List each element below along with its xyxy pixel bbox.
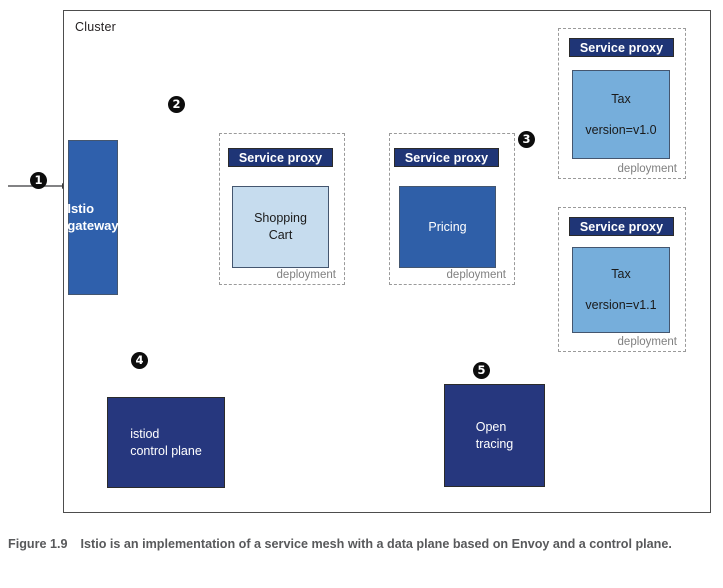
- workload-tax-v1-0-version: version=v1.0: [585, 122, 657, 137]
- figure-caption-text: Istio is an implementation of a service …: [80, 537, 672, 551]
- istiod-control-plane-node[interactable]: istiod control plane: [107, 397, 225, 488]
- workload-pricing-line1: Pricing: [428, 219, 467, 234]
- step-badge-1: 1: [30, 172, 47, 189]
- deployment-shopping-cart: deployment: [219, 133, 345, 285]
- service-proxy-tax-v1-0[interactable]: Service proxy: [569, 38, 674, 57]
- deployment-label-tax-v1-0: deployment: [617, 163, 677, 175]
- figure-number: Figure 1.9: [8, 537, 68, 551]
- workload-tax-v1-0[interactable]: Tax version=v1.0: [572, 70, 670, 159]
- figure-caption: Figure 1.9 Istio is an implementation of …: [8, 535, 708, 555]
- workload-tax-v1-1[interactable]: Tax version=v1.1: [572, 247, 670, 333]
- istio-gateway-node[interactable]: Istio gateway: [67, 140, 119, 295]
- istio-gateway-label-line2: gateway: [67, 217, 119, 233]
- deployment-pricing: deployment: [389, 133, 515, 285]
- istio-gateway-label-line1: Istio: [67, 200, 95, 216]
- workload-tax-v1-1-name: Tax: [611, 267, 631, 282]
- open-tracing-node[interactable]: Open tracing: [444, 384, 545, 487]
- workload-shopping-cart-line1: Shopping: [254, 211, 307, 226]
- deployment-label-tax-v1-1: deployment: [617, 336, 677, 348]
- deployment-tax-v1-0: deployment: [558, 28, 686, 179]
- open-tracing-label-line1: Open: [475, 419, 507, 434]
- step-badge-4: 4: [131, 352, 148, 369]
- step-badge-2: 2: [168, 96, 185, 113]
- service-proxy-pricing[interactable]: Service proxy: [394, 148, 499, 167]
- workload-tax-v1-1-version: version=v1.1: [585, 298, 657, 312]
- service-proxy-tax-v1-1[interactable]: Service proxy: [569, 217, 674, 236]
- step-badge-3: 3: [518, 131, 535, 148]
- workload-pricing[interactable]: Pricing: [399, 186, 496, 268]
- istiod-label-line2: control plane: [130, 443, 202, 458]
- workload-shopping-cart-line2: Cart: [268, 228, 293, 242]
- istiod-label-line1: istiod: [130, 426, 160, 441]
- step-badge-5: 5: [473, 362, 490, 379]
- cluster-label: Cluster: [75, 20, 116, 34]
- workload-shopping-cart[interactable]: Shopping Cart: [232, 186, 329, 268]
- deployment-label-pricing: deployment: [446, 269, 506, 281]
- service-proxy-shopping-cart[interactable]: Service proxy: [228, 148, 333, 167]
- deployment-tax-v1-1: deployment: [558, 207, 686, 352]
- open-tracing-label-line2: tracing: [475, 436, 514, 451]
- workload-tax-v1-0-name: Tax: [611, 91, 631, 106]
- deployment-label-shopping-cart: deployment: [276, 269, 336, 281]
